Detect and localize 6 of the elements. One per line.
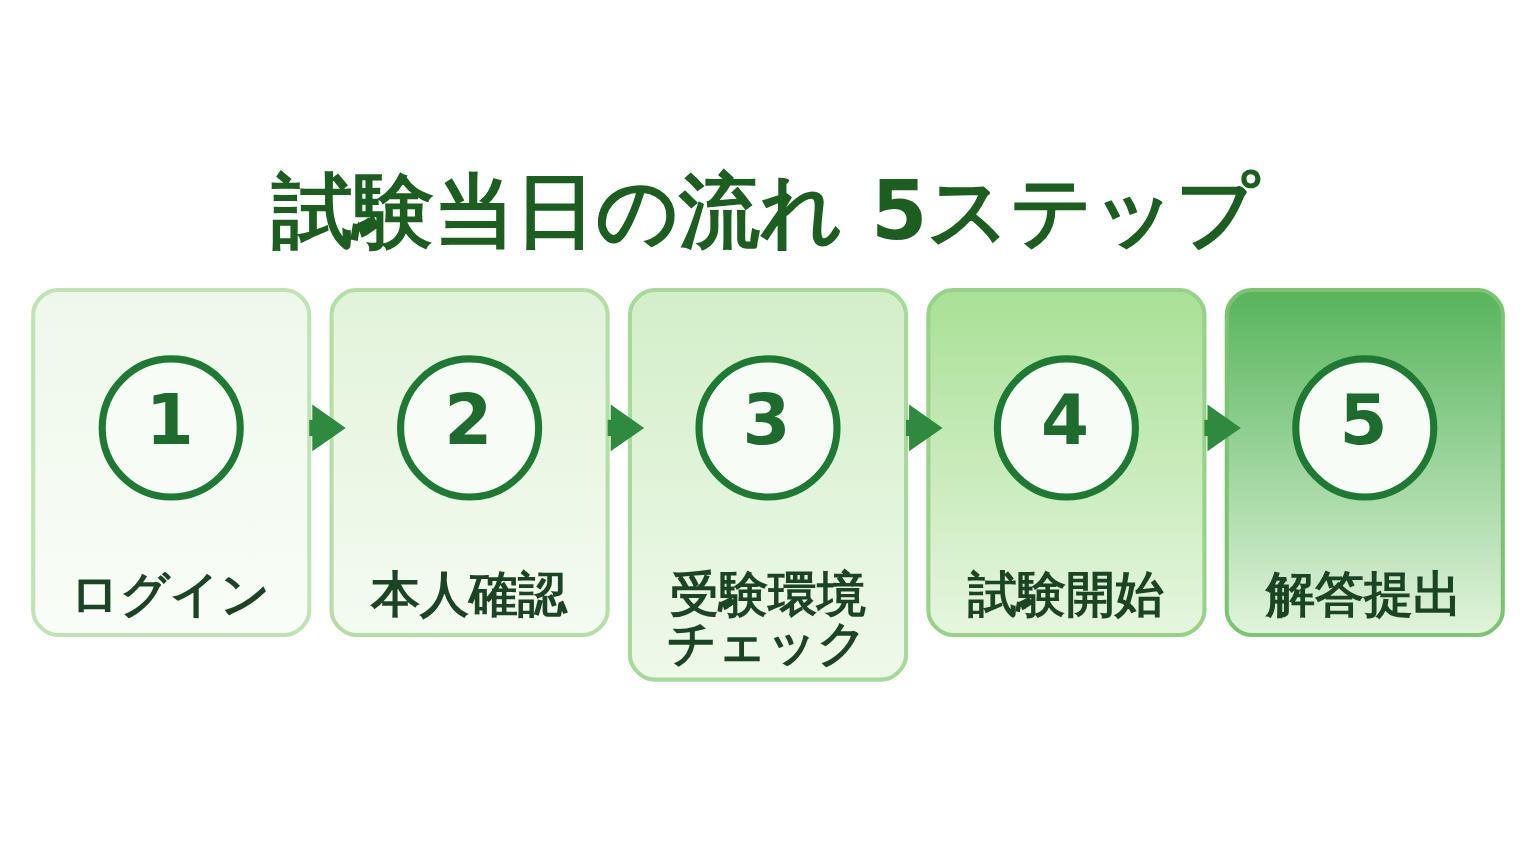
node-circle: 5	[1292, 355, 1438, 501]
diagram-title: 試験当日の流れ 5ステップ	[271, 164, 1260, 259]
node-circle: 1	[98, 355, 244, 501]
node-circle: 2	[397, 355, 543, 501]
node-circle: 4	[993, 355, 1139, 501]
node-circle: 3	[695, 355, 841, 501]
